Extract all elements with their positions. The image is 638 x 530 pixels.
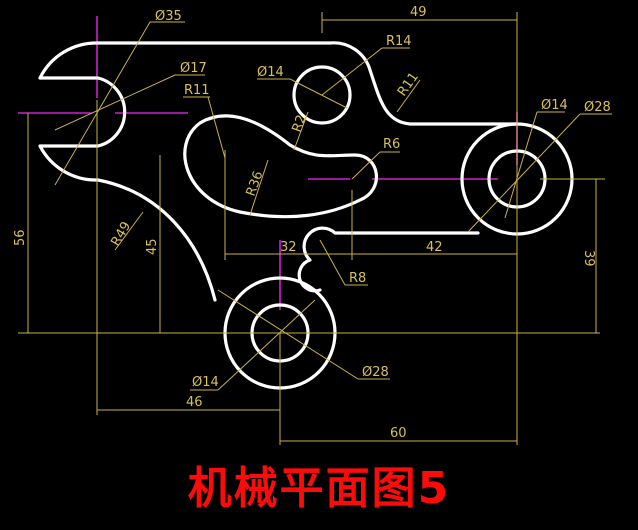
dim-r2: R2 bbox=[290, 113, 310, 134]
dim-d28-right: Ø28 bbox=[584, 100, 611, 115]
dim-d28-bottom: Ø28 bbox=[362, 365, 389, 380]
dim-r11-right: R11 bbox=[395, 70, 422, 100]
dim-d14-top: Ø14 bbox=[257, 65, 284, 80]
drawing-title: 机械平面图5 bbox=[187, 463, 451, 514]
dim-h56: 56 bbox=[13, 229, 28, 246]
dim-w60: 60 bbox=[390, 426, 407, 441]
dim-d17: Ø17 bbox=[180, 61, 207, 76]
dim-w49: 49 bbox=[410, 5, 427, 20]
dim-r14: R14 bbox=[386, 34, 412, 49]
dim-r11-left: R11 bbox=[184, 83, 210, 98]
dim-w46: 46 bbox=[186, 395, 203, 410]
dim-r6: R6 bbox=[383, 137, 400, 152]
dim-d35: Ø35 bbox=[155, 9, 182, 24]
dim-h45: 45 bbox=[145, 238, 160, 255]
dim-w42: 42 bbox=[426, 240, 443, 255]
dim-d14-right: Ø14 bbox=[541, 98, 568, 113]
dim-r49: R49 bbox=[108, 219, 134, 249]
dim-d14-bottom: Ø14 bbox=[192, 375, 219, 390]
dim-h39: 39 bbox=[581, 250, 596, 267]
dim-w32: 32 bbox=[280, 240, 297, 255]
part-outline bbox=[38, 41, 574, 390]
dimension-lines bbox=[18, 12, 612, 445]
dim-r8: R8 bbox=[349, 271, 366, 286]
dim-r36: R36 bbox=[244, 169, 267, 198]
